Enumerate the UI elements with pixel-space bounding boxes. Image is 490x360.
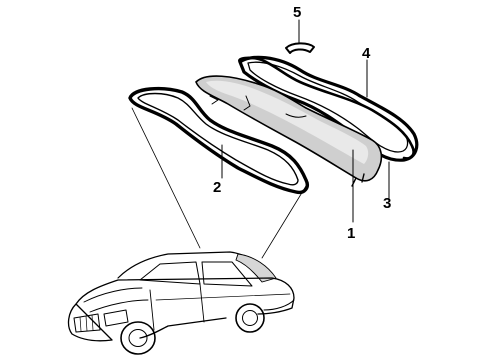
outer-weatherstrip-seal[interactable] xyxy=(128,86,309,195)
upper-molding-strip[interactable] xyxy=(238,55,419,162)
inner-seal-frame[interactable] xyxy=(238,56,415,199)
rear-window-glass[interactable] xyxy=(195,75,383,223)
callout-2: 2 xyxy=(213,179,221,196)
callout-1: 1 xyxy=(347,225,355,242)
car-illustration xyxy=(67,251,295,355)
retaining-clip[interactable] xyxy=(285,19,315,54)
callout-labels: 5 4 2 3 1 xyxy=(213,4,391,242)
leader-lines xyxy=(131,107,307,259)
callout-3: 3 xyxy=(383,195,391,212)
callout-5: 5 xyxy=(293,4,301,21)
callout-4: 4 xyxy=(362,45,371,62)
